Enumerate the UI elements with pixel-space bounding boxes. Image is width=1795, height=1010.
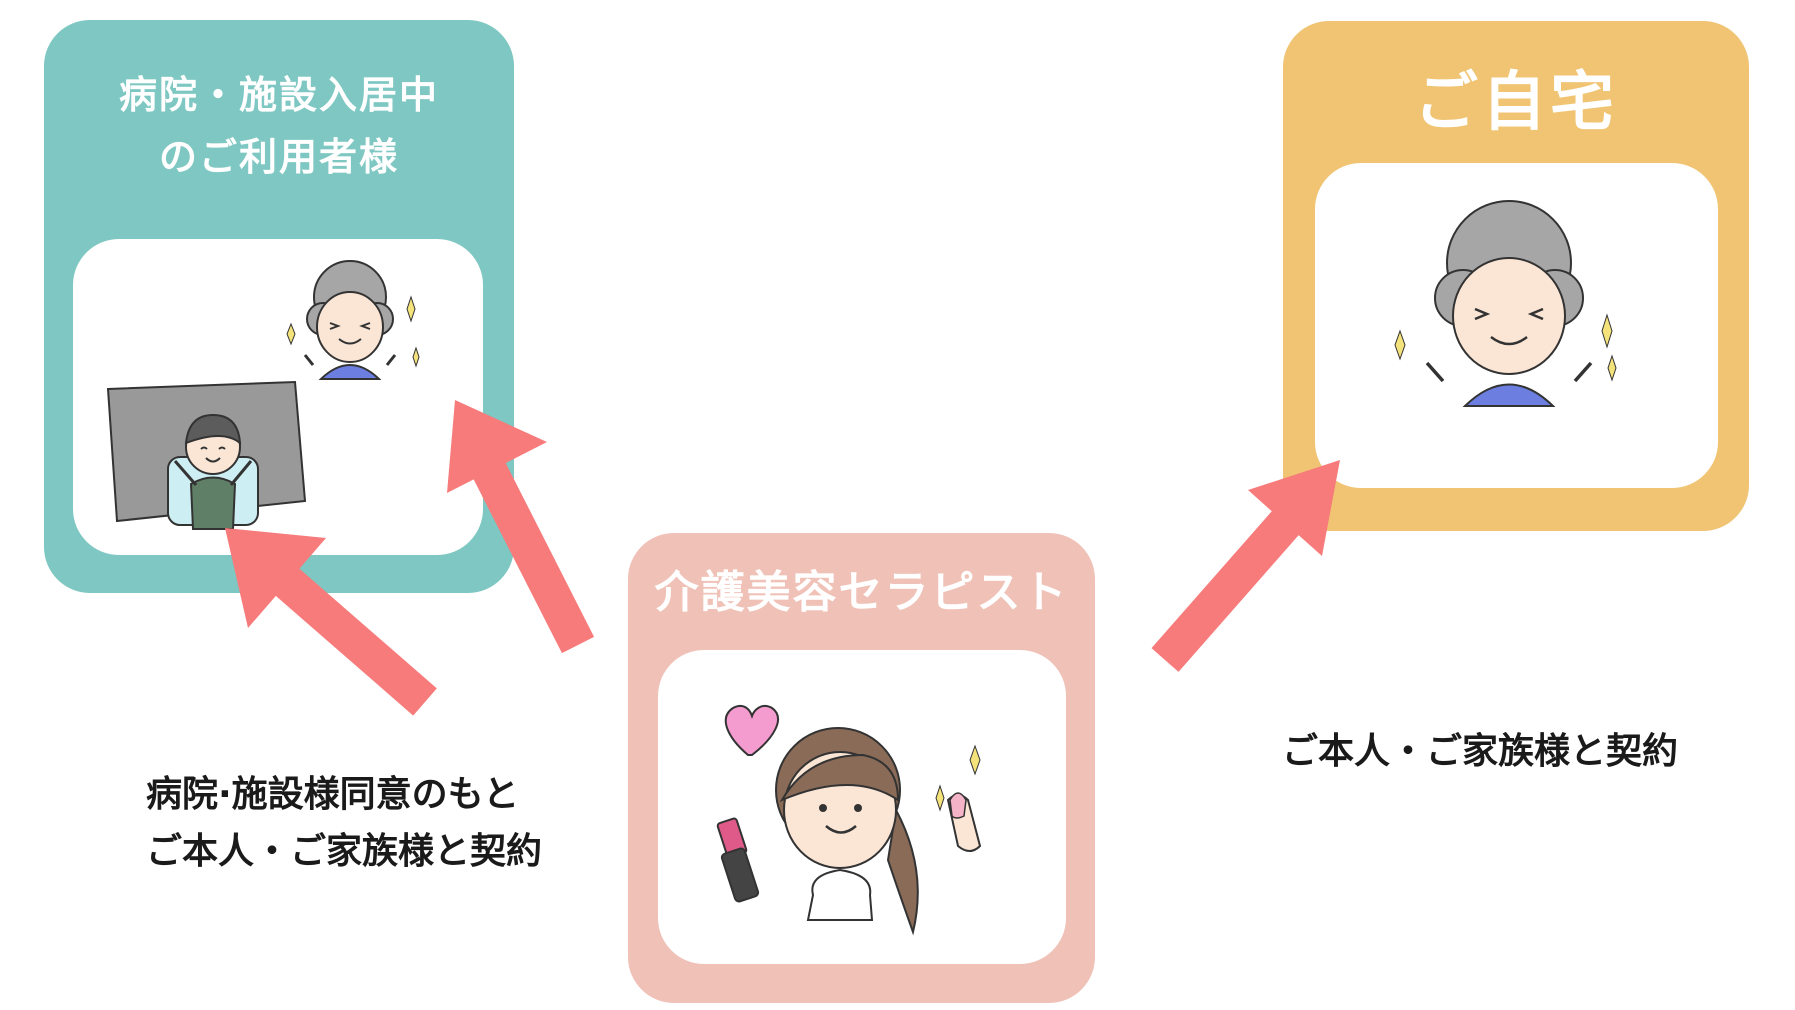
home-illustration <box>1394 200 1617 407</box>
facility-title-line2: のご利用者様 <box>158 135 399 179</box>
facility-title: 病院・施設入居中 のご利用者様 <box>44 64 514 188</box>
home-illustration-card <box>1315 163 1718 488</box>
facility-illustration <box>106 260 420 530</box>
heart-icon <box>724 704 779 756</box>
arrow-to-patient <box>225 528 437 716</box>
facility-caption-line1: 病院·施設様同意のもと <box>146 774 519 815</box>
sparkle-icon <box>935 744 981 812</box>
home-panel: ご自宅 <box>1283 21 1749 531</box>
home-caption: ご本人・ご家族様と契約 <box>1282 731 1679 772</box>
therapist-panel: 介護美容セラピスト <box>628 533 1095 1003</box>
grandmother-illustration <box>286 260 420 380</box>
arrow-to-home <box>1151 460 1340 672</box>
therapist-illustration-card <box>658 650 1066 964</box>
home-title: ご自宅 <box>1414 66 1618 140</box>
facility-caption-line2: ご本人・ご家族様と契約 <box>146 831 543 872</box>
facility-title-line1: 病院・施設入居中 <box>118 73 439 117</box>
facility-illustration-card <box>73 239 483 555</box>
facility-caption: 病院·施設様同意のもと ご本人・ご家族様と契約 <box>146 766 542 880</box>
therapist-woman-illustration <box>775 727 919 936</box>
lipstick-icon <box>716 817 760 903</box>
grandmother-illustration <box>1394 200 1617 407</box>
arrow-to-facility-grandmother <box>447 400 595 654</box>
therapist-illustration <box>716 704 982 936</box>
patient-in-bed-illustration <box>106 380 307 530</box>
manicure-hand-icon <box>946 792 982 852</box>
facility-panel: 病院・施設入居中 のご利用者様 <box>44 20 514 593</box>
therapist-title: 介護美容セラピスト <box>654 567 1069 618</box>
